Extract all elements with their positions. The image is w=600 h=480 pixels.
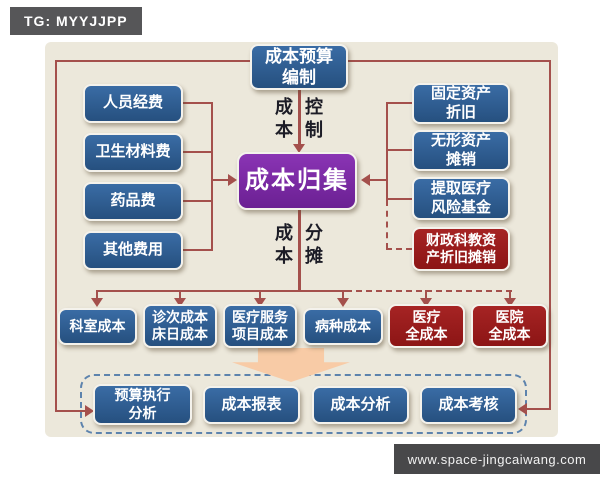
node-cost-budget: 成本预算 编制 xyxy=(250,44,348,90)
connector-right-vertical xyxy=(549,60,551,410)
arrowhead-disease-cost xyxy=(337,298,349,307)
arrowhead-hospital-full-cost xyxy=(504,298,516,307)
drop-disease xyxy=(342,290,344,299)
node-budget-execution-analysis: 预算执行 分析 xyxy=(93,384,192,425)
arrowhead-into-aggregation-left xyxy=(228,174,237,186)
arrowhead-into-aggregation-right xyxy=(361,174,370,186)
label-cost-allocation-col2: 分 摊 xyxy=(305,223,323,267)
node-sanitary-materials: 卫生材料费 xyxy=(83,133,183,172)
drop-dept xyxy=(96,290,98,299)
node-cost-aggregation: 成本归集 xyxy=(237,152,357,210)
left-junction xyxy=(211,179,229,181)
connector-left-vertical xyxy=(55,60,57,412)
node-cost-assessment: 成本考核 xyxy=(420,386,517,424)
dashed-branch-fiscal xyxy=(386,248,412,250)
label-cost-allocation-col1: 成 本 xyxy=(275,223,293,267)
connector-right-bottom xyxy=(527,408,549,410)
branch-risk-fund xyxy=(387,198,412,200)
tg-badge: TG: MYYJJPP xyxy=(10,7,142,35)
label-cost-control-col1: 成 本 xyxy=(275,97,293,141)
drop-medical-full xyxy=(425,290,427,299)
drop-service xyxy=(259,290,261,299)
node-service-item-cost: 医疗服务 项目成本 xyxy=(223,304,297,348)
connector-left-bottom xyxy=(55,410,86,412)
branch-other xyxy=(183,249,213,251)
arrowhead-into-budget-analysis xyxy=(85,405,94,417)
node-medical-risk-fund: 提取医疗 风险基金 xyxy=(412,177,510,220)
arrowhead-medical-full-cost xyxy=(420,298,432,307)
drop-hospital-full xyxy=(509,290,511,299)
node-medical-full-cost: 医疗 全成本 xyxy=(388,304,465,348)
node-fiscal-asset-amortization: 财政科教资 产折旧摊销 xyxy=(412,227,510,271)
node-other-expense: 其他费用 xyxy=(83,231,183,270)
dashed-collector-fiscal xyxy=(386,200,388,249)
node-fixed-asset-depreciation: 固定资产 折旧 xyxy=(412,83,510,124)
branch-fixed-assets xyxy=(387,102,412,104)
arrowhead-into-cost-assessment xyxy=(518,403,527,415)
node-cost-analysis: 成本分析 xyxy=(312,386,409,424)
right-collector xyxy=(386,102,388,200)
node-hospital-full-cost: 医院 全成本 xyxy=(471,304,548,348)
node-cost-report: 成本报表 xyxy=(203,386,300,424)
connector-aggregation-to-distributor xyxy=(298,210,301,292)
connector-budget-to-aggregation xyxy=(298,90,301,146)
arrowhead-visit-cost xyxy=(174,298,186,307)
arrowhead-into-aggregation-top xyxy=(293,144,305,153)
node-personnel-expense: 人员经费 xyxy=(83,84,183,123)
left-collector xyxy=(211,102,213,251)
connector-right-top xyxy=(348,60,551,62)
arrowhead-service-cost xyxy=(254,298,266,307)
node-intangible-amortization: 无形资产 摊销 xyxy=(412,130,510,171)
branch-materials xyxy=(183,151,213,153)
distributor-dashed xyxy=(346,290,512,292)
right-junction xyxy=(370,179,387,181)
branch-drugs xyxy=(183,200,213,202)
drop-visit xyxy=(179,290,181,299)
node-drug-expense: 药品费 xyxy=(83,182,183,221)
node-disease-cost: 病种成本 xyxy=(303,308,383,345)
label-cost-control: 成 本 控 制 xyxy=(268,96,330,143)
branch-intangible xyxy=(387,149,412,151)
connector-left-top xyxy=(55,60,252,62)
node-visit-bed-cost: 诊次成本 床日成本 xyxy=(143,304,217,348)
watermark-badge: www.space-jingcaiwang.com xyxy=(394,444,600,474)
branch-personnel xyxy=(183,102,213,104)
arrowhead-dept-cost xyxy=(91,298,103,307)
node-department-cost: 科室成本 xyxy=(58,308,137,345)
label-cost-allocation: 成 本 分 摊 xyxy=(268,222,330,269)
label-cost-control-col2: 控 制 xyxy=(305,97,323,141)
distributor-solid xyxy=(96,290,346,292)
